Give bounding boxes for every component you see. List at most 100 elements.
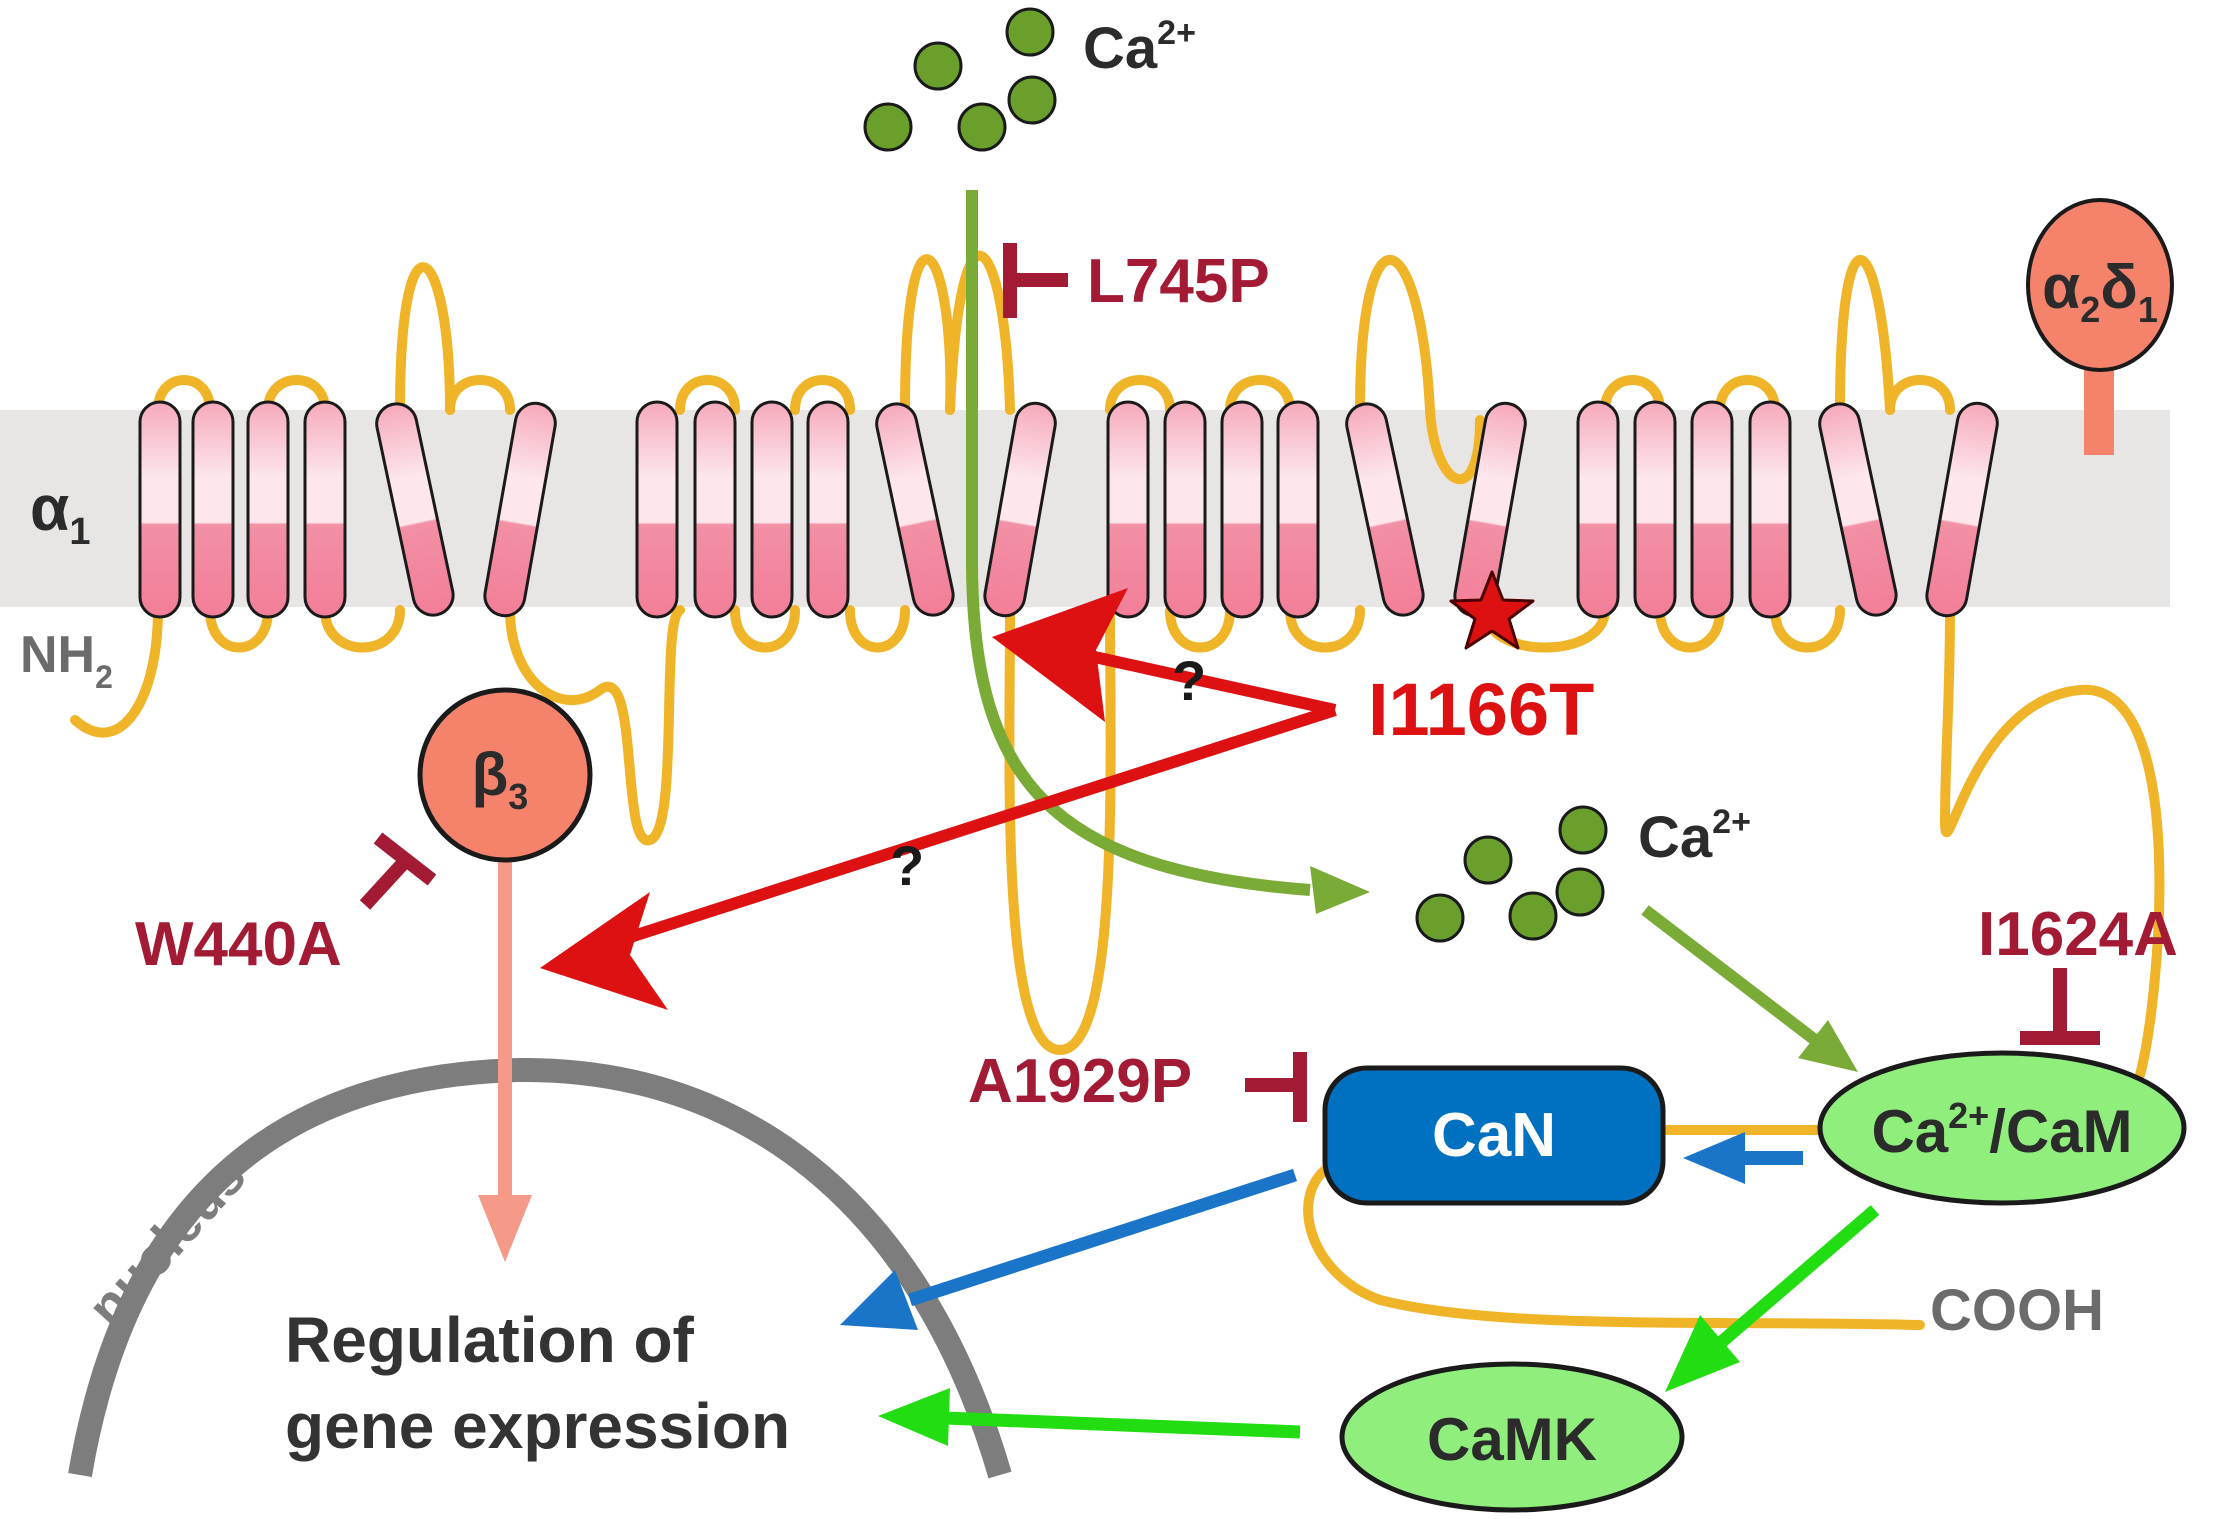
mutation-star-icon <box>1449 570 1535 650</box>
transmembrane-helices <box>138 400 1999 619</box>
helix <box>483 401 557 618</box>
helix <box>693 400 737 619</box>
i1166t-arrowhead-channel <box>992 588 1128 722</box>
calcium-ion <box>863 102 913 152</box>
alpha2delta1-subunit <box>2026 198 2174 372</box>
helix <box>1220 400 1264 619</box>
plasma-membrane <box>0 410 2170 607</box>
calcium-ion <box>1005 7 1055 57</box>
alpha1-label: α <box>30 472 69 544</box>
helix <box>875 402 955 617</box>
svg-text:Ca2+: Ca2+ <box>1638 803 1751 870</box>
nh2-sub: 2 <box>95 659 113 695</box>
nh2-label: NH <box>20 626 95 684</box>
cacam-label-sup: 2+ <box>1948 1095 1989 1136</box>
cacam-label-cam: /CaM <box>1989 1098 2132 1165</box>
helix <box>1818 402 1898 617</box>
mutation-a1929p: A1929P <box>968 1047 1192 1116</box>
calcium-influx-arrow <box>966 190 1311 896</box>
cooh-label: COOH <box>1930 1278 2104 1343</box>
alpha1-loops <box>70 250 2165 1330</box>
helix <box>806 400 850 619</box>
camk-to-gene-arrowhead <box>878 1388 950 1446</box>
nucleus-label: nucleus <box>76 1146 257 1338</box>
helix <box>750 400 794 619</box>
calcium-ion <box>957 102 1007 152</box>
cam-to-camk-arrowhead <box>1665 1315 1740 1392</box>
alpha2delta1-delta: δ <box>2100 253 2138 322</box>
helix <box>1345 402 1425 617</box>
beta3-sub: 3 <box>508 776 528 817</box>
helix <box>635 400 679 619</box>
question-mark-beta3: ? <box>890 834 924 897</box>
beta3-signal-arrowhead <box>478 1195 532 1262</box>
can-label: CaN <box>1432 1101 1556 1170</box>
helix <box>375 402 455 617</box>
calcium-ion <box>913 41 963 91</box>
helix <box>1276 400 1320 619</box>
helix <box>303 400 347 619</box>
calcium-ion <box>1555 867 1605 917</box>
calcium-to-cam-arrow <box>1641 905 1819 1045</box>
svg-text:α1: α1 <box>30 472 90 553</box>
calcium-label-top-sup: 2+ <box>1157 14 1196 52</box>
nucleus-envelope <box>68 1057 1012 1479</box>
calcium-to-cam-arrowhead <box>1798 1020 1858 1072</box>
svg-text:Ca2+/CaM: Ca2+/CaM <box>1871 1095 2132 1165</box>
mutation-i1624a: I1624A <box>1978 900 2178 969</box>
helix <box>246 400 290 619</box>
helix <box>1163 400 1207 619</box>
helix <box>1748 400 1792 619</box>
calcium-ions-extracellular <box>863 7 1057 152</box>
helix <box>1925 401 1999 618</box>
calcium-influx-arrowhead <box>1310 866 1370 914</box>
mutation-i1166t: I1166T <box>1368 668 1594 751</box>
helix <box>1576 400 1620 619</box>
mutation-w440a: W440A <box>135 910 342 979</box>
svg-text:β3: β3 <box>472 741 529 817</box>
calcium-label-top: Ca <box>1083 16 1158 81</box>
cacam-label-ca: Ca <box>1871 1098 1948 1165</box>
alpha2delta1-alpha-sub: 2 <box>2080 289 2100 330</box>
helix <box>1690 400 1734 619</box>
camk-label: CaMK <box>1427 1406 1597 1473</box>
beta3-label: β <box>472 741 509 808</box>
question-mark-channel: ? <box>1172 649 1206 712</box>
calcium-ion <box>1415 893 1465 943</box>
calcium-ion <box>1558 805 1608 855</box>
helix <box>138 400 182 619</box>
a1929p-inhibition-icon <box>1245 1052 1307 1122</box>
i1166t-effect-arrows <box>588 639 1337 956</box>
helix <box>1633 400 1677 619</box>
cam-to-camk-arrow <box>1713 1205 1880 1350</box>
regulation-label-line1: Regulation of <box>285 1304 695 1376</box>
calcium-ion <box>1007 75 1057 125</box>
svg-text:NH2: NH2 <box>20 626 113 695</box>
i1166t-arrowhead-beta3 <box>540 892 668 1010</box>
can-to-gene-arrowhead <box>840 1270 918 1330</box>
calcium-ion <box>1508 891 1558 941</box>
cacam-node <box>1817 1050 2187 1206</box>
calcium-label-mid: Ca <box>1638 805 1713 870</box>
helix <box>191 400 235 619</box>
can-calcineurin-node <box>1322 1065 1666 1206</box>
calcium-label-mid-sup: 2+ <box>1712 803 1751 841</box>
mutation-l745p: L745P <box>1087 247 1270 316</box>
helix <box>1106 400 1150 619</box>
can-to-gene-arrow <box>907 1168 1298 1307</box>
alpha1-sub: 1 <box>69 511 90 553</box>
calcium-ion <box>1463 835 1513 885</box>
camk-to-gene-arrow <box>944 1411 1301 1439</box>
beta3-subunit <box>417 687 593 863</box>
camk-node <box>1339 1361 1685 1513</box>
alpha2delta1-delta-sub: 1 <box>2138 289 2158 330</box>
l745p-inhibition-icon <box>1003 243 1068 318</box>
i1624a-inhibition-icon <box>2020 968 2100 1045</box>
regulation-label-line2: gene expression <box>285 1390 790 1462</box>
calcium-ions-intracellular <box>1415 805 1608 943</box>
cam-to-can-arrowhead <box>1683 1132 1745 1184</box>
alpha2delta1-alpha: α <box>2042 253 2080 322</box>
svg-text:α2δ1: α2δ1 <box>2042 253 2158 330</box>
svg-text:Ca2+: Ca2+ <box>1083 14 1196 81</box>
